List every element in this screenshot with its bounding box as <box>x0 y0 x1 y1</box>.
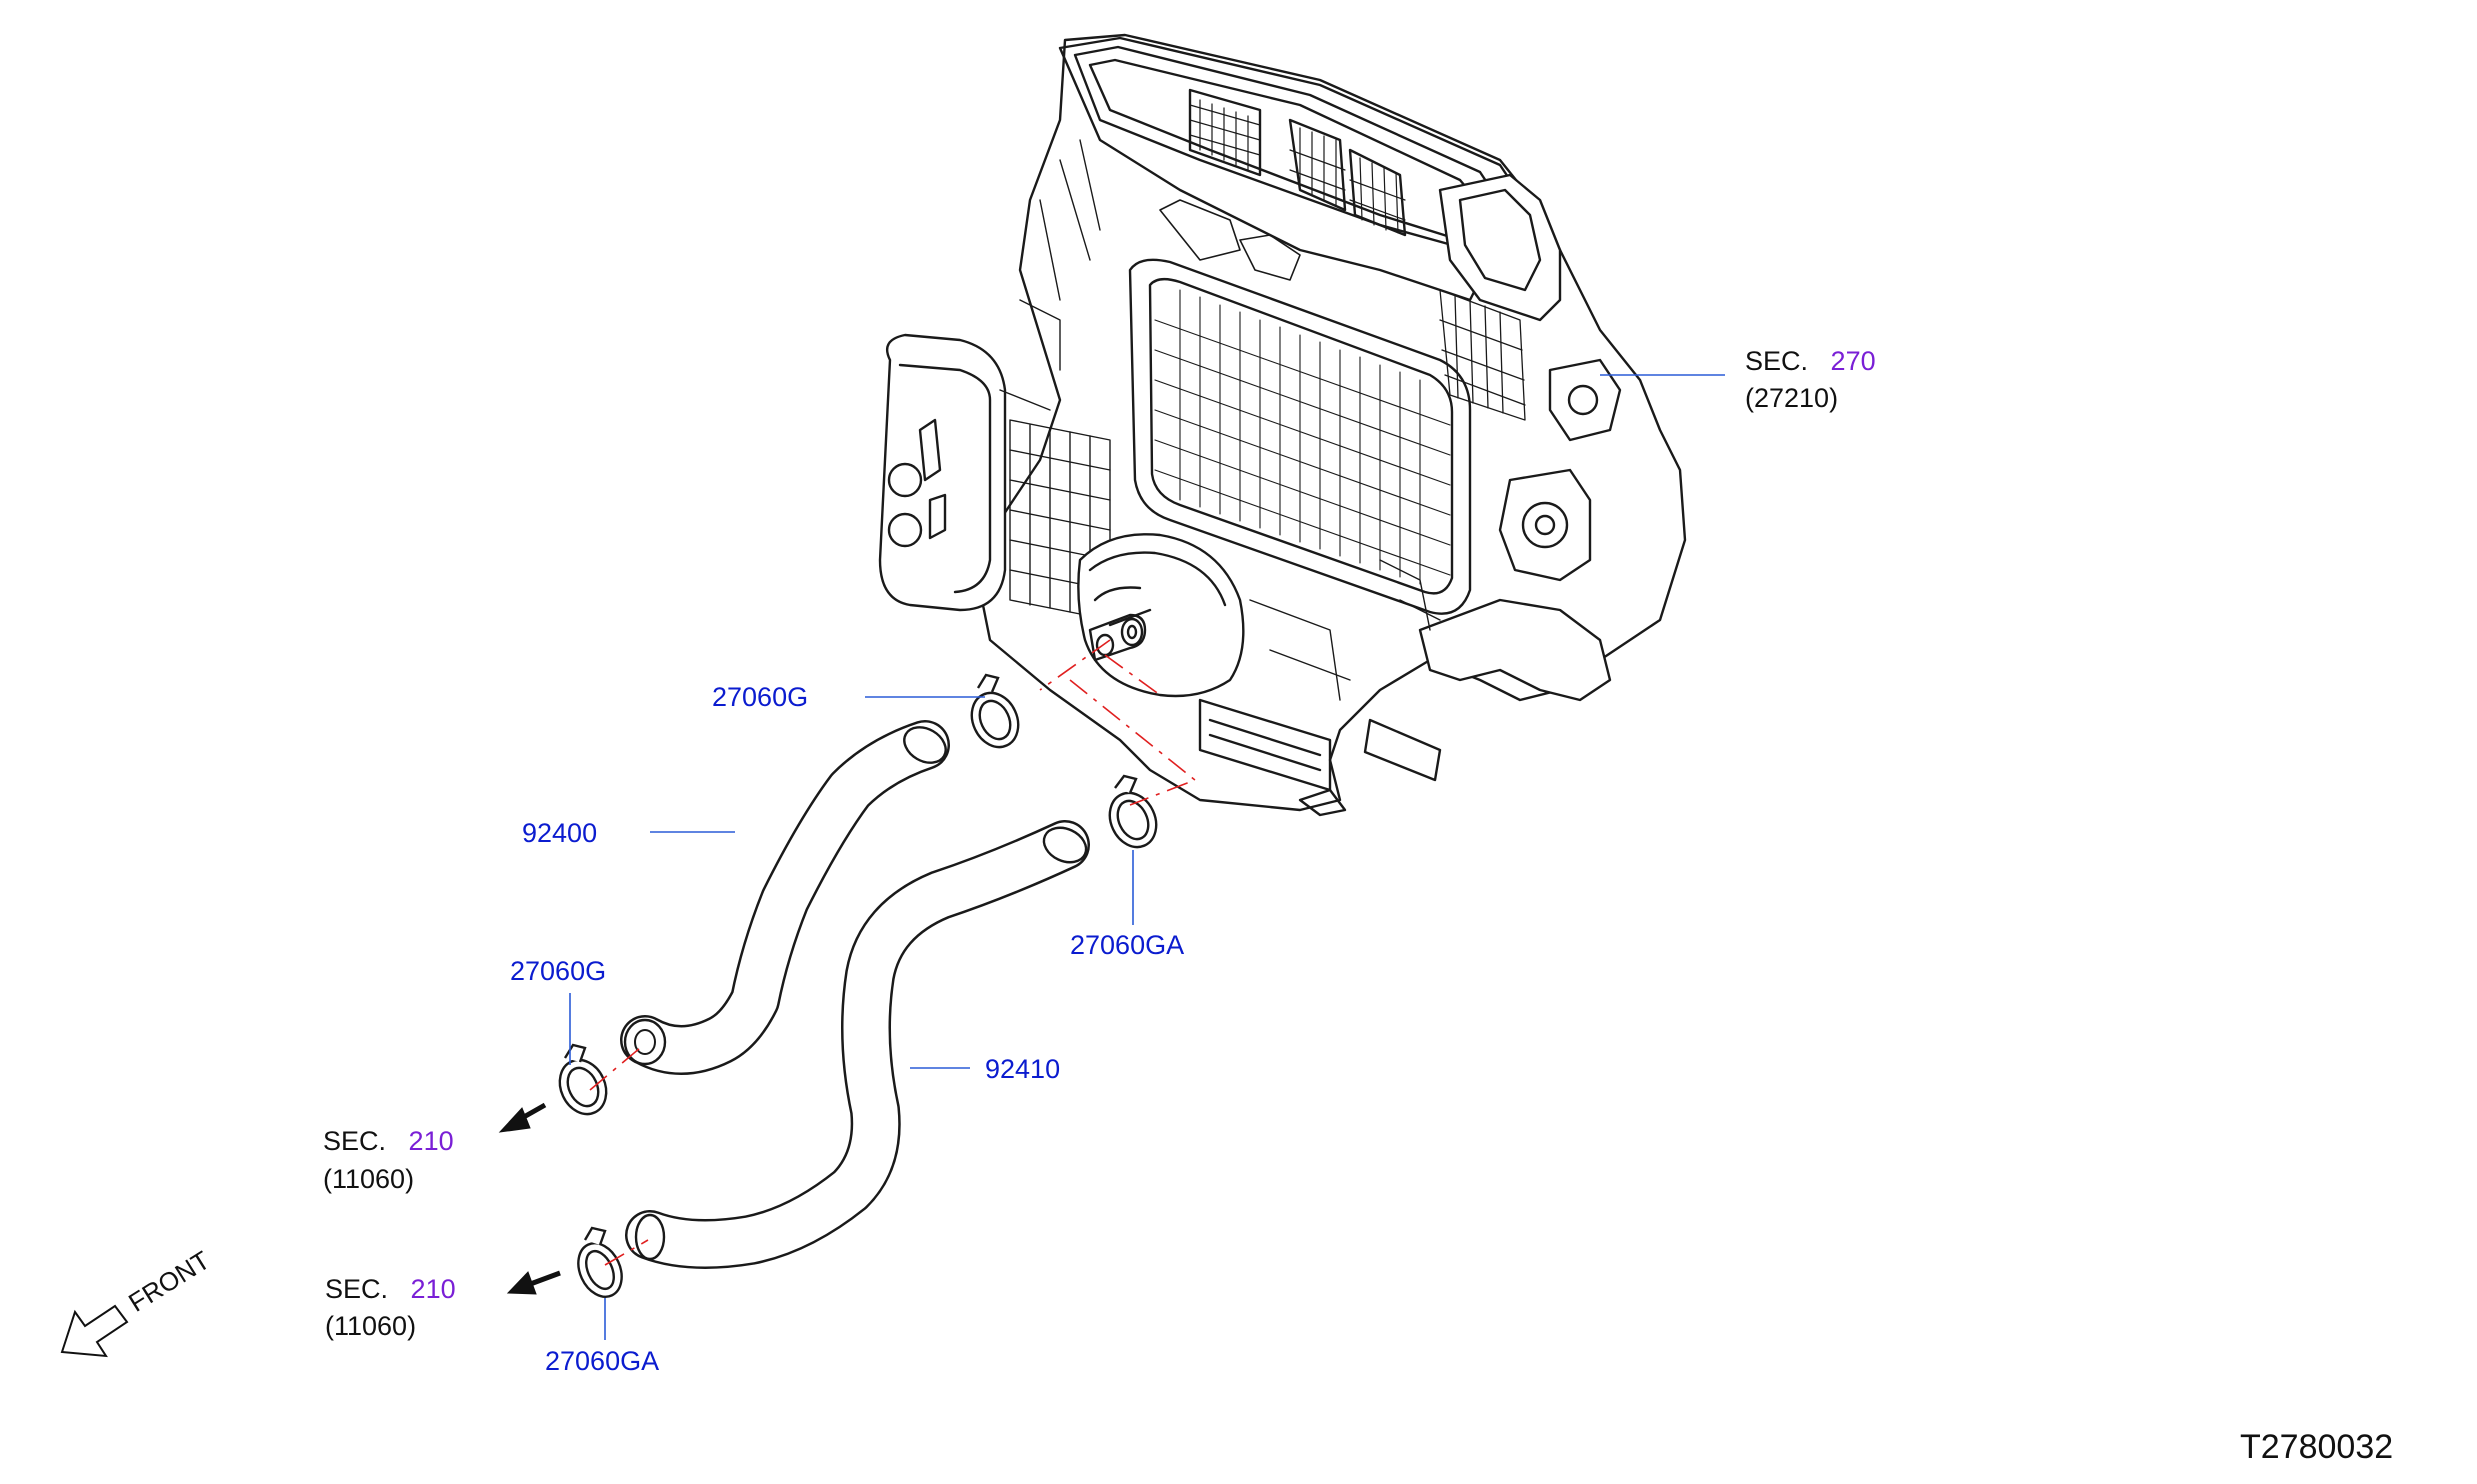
section-prefix: SEC. <box>325 1274 389 1304</box>
clamp-27060ga-top <box>1108 774 1158 849</box>
label-clamp-27060ga-bottom: 27060GA <box>545 1346 660 1376</box>
section-prefix: SEC. <box>323 1126 387 1156</box>
section-prefix: SEC. <box>1745 346 1809 376</box>
section-heater-unit: SEC. 270 <box>1745 348 1876 375</box>
diagram-code: T2780032 <box>2240 1428 2394 1466</box>
section-number[interactable]: 210 <box>410 1274 456 1304</box>
section-number[interactable]: 210 <box>408 1126 454 1156</box>
hose-92410 <box>625 820 1090 1269</box>
hose-center-lines <box>589 639 1197 1266</box>
clamp-27060g-bottom <box>558 1043 608 1116</box>
front-arrow-icon <box>60 1304 129 1358</box>
clamp-27060g-top <box>970 673 1020 749</box>
label-hose-92400: 92400 <box>522 818 598 848</box>
section-engine-lower-ref: (11060) <box>325 1311 417 1341</box>
section-heater-unit-ref: (27210) <box>1745 383 1839 413</box>
to-engine-arrow-upper <box>498 1102 547 1133</box>
section-engine-lower: SEC. 210 <box>325 1276 456 1303</box>
section-engine-upper-ref: (11060) <box>323 1164 415 1194</box>
label-hose-92410: 92410 <box>985 1054 1061 1084</box>
heater-unit-assembly <box>878 33 1687 817</box>
section-engine-upper: SEC. 210 <box>323 1128 454 1155</box>
section-number[interactable]: 270 <box>1830 346 1876 376</box>
to-engine-arrow-lower <box>506 1270 561 1295</box>
leader-lines <box>569 374 1725 1340</box>
label-clamp-27060ga-top: 27060GA <box>1070 930 1185 960</box>
label-clamp-27060g-top: 27060G <box>712 682 809 712</box>
label-clamp-27060g-bottom: 27060G <box>510 956 607 986</box>
clamp-27060ga-bottom <box>577 1226 623 1298</box>
